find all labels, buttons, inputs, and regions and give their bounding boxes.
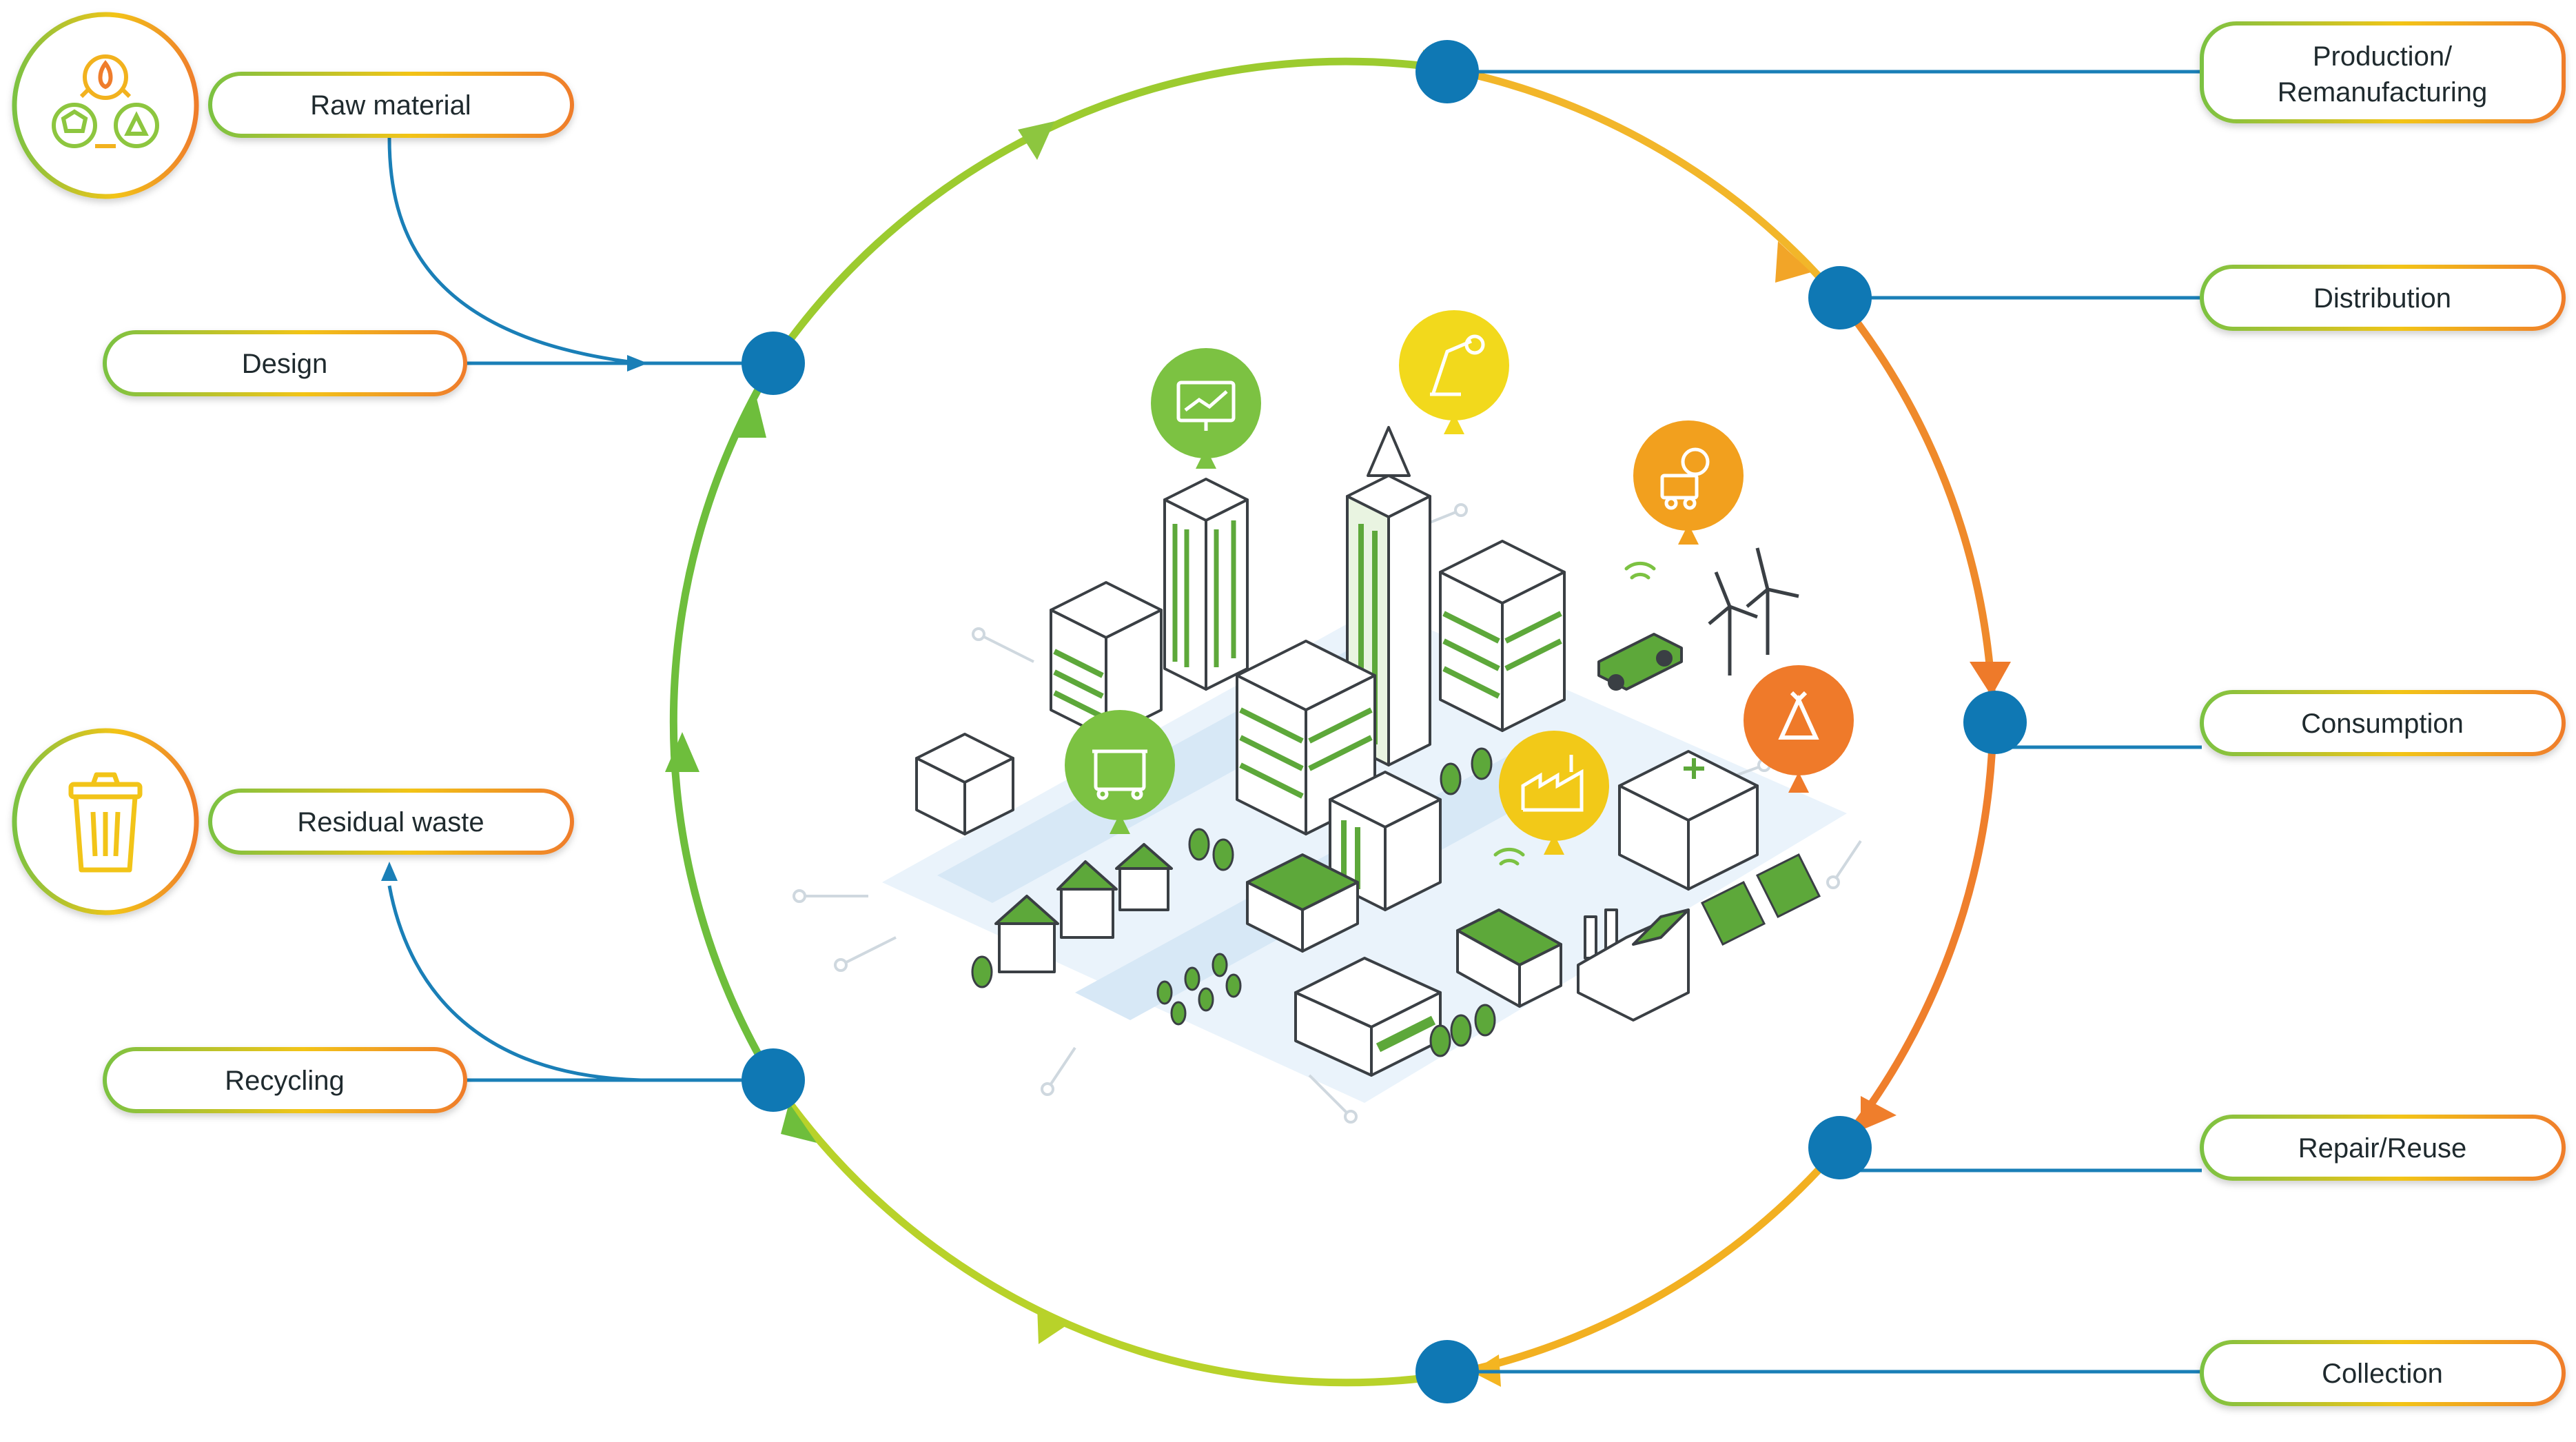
label-text: Consumption: [2301, 709, 2464, 739]
label-text: Raw material: [310, 90, 471, 121]
design-pin-badge: [1151, 348, 1261, 469]
label-text: Distribution: [2313, 283, 2451, 314]
node-consumption: [1963, 691, 2027, 754]
arrow-icon: [1970, 662, 2011, 696]
label-residual-waste: Residual waste: [208, 789, 574, 855]
car: [1597, 633, 1683, 691]
residual-waste-badge: [12, 728, 199, 915]
label-distribution: Distribution: [2200, 265, 2566, 331]
delivery-icon: [1660, 447, 1710, 510]
wifi-icon: [1493, 561, 1656, 866]
arrow-icon: [781, 1103, 817, 1143]
office-building: [1236, 640, 1376, 835]
recycling-bin-icon: [1092, 749, 1147, 800]
collection-pin-badge: [1065, 710, 1175, 834]
label-raw-material: Raw material: [208, 72, 574, 138]
label-design: Design: [103, 330, 467, 396]
label-repair-reuse: Repair/Reuse: [2200, 1115, 2566, 1181]
label-text: Recycling: [225, 1066, 344, 1096]
hospital-building: [1618, 750, 1759, 891]
label-consumption: Consumption: [2200, 690, 2566, 756]
production-pin-badge: [1399, 310, 1509, 434]
factory-icon: [1521, 755, 1584, 812]
distribution-pin-badge: [1633, 420, 1744, 545]
label-collection: Collection: [2200, 1340, 2566, 1406]
node-production: [1415, 40, 1479, 103]
label-text: Design: [242, 349, 328, 379]
node-collection: [1415, 1340, 1479, 1403]
consumption-pin-badge: [1499, 731, 1609, 855]
solar-panels: [1700, 853, 1821, 946]
label-recycling: Recycling: [103, 1047, 467, 1113]
office-building: [1050, 581, 1163, 739]
office-building: [915, 733, 1014, 835]
arrow-icon: [1861, 1096, 1897, 1130]
connectors: [387, 70, 2202, 1374]
arrow-icon: [627, 355, 648, 372]
recycling-pin-badge: [1744, 665, 1854, 793]
label-text: Remanufacturing: [2278, 77, 2488, 108]
label-production: Production/ Remanufacturing: [2200, 21, 2566, 123]
node-repair: [1808, 1116, 1872, 1179]
label-text: Collection: [2322, 1359, 2443, 1389]
shop-building: [1246, 853, 1359, 953]
trees: [971, 747, 1496, 1057]
arrow-icon: [1018, 121, 1054, 160]
tower-building: [1346, 426, 1431, 766]
monitor-chart-icon: [1176, 380, 1236, 431]
factory-arm-icon: [1430, 334, 1485, 396]
arrow-icon: [732, 398, 766, 438]
label-text: Repair/Reuse: [2298, 1133, 2467, 1164]
arrow-icon: [665, 732, 699, 772]
office-building: [1439, 540, 1566, 732]
node-recycling: [742, 1048, 805, 1112]
bus: [1456, 908, 1562, 1008]
label-text: Production/: [2313, 41, 2453, 72]
arrow-icon: [381, 862, 398, 881]
arrow-icon: [1037, 1306, 1072, 1344]
arrow-icon: [1775, 241, 1811, 283]
trash-bin-icon: [68, 772, 143, 873]
warehouse-building: [1294, 957, 1442, 1077]
loop-nodes: [742, 40, 2027, 1403]
office-building: [1163, 478, 1249, 691]
wind-turbines: [1708, 547, 1799, 676]
node-design: [742, 332, 805, 395]
recycle-icon: [1778, 691, 1819, 740]
raw-material-badge: [12, 12, 199, 199]
house: [994, 843, 1173, 973]
label-text: Residual waste: [297, 807, 484, 837]
raw-material-icon: [52, 54, 159, 148]
city-illustration: [793, 310, 1862, 1124]
factory-building: [1577, 908, 1690, 1022]
node-distribution: [1808, 266, 1872, 329]
